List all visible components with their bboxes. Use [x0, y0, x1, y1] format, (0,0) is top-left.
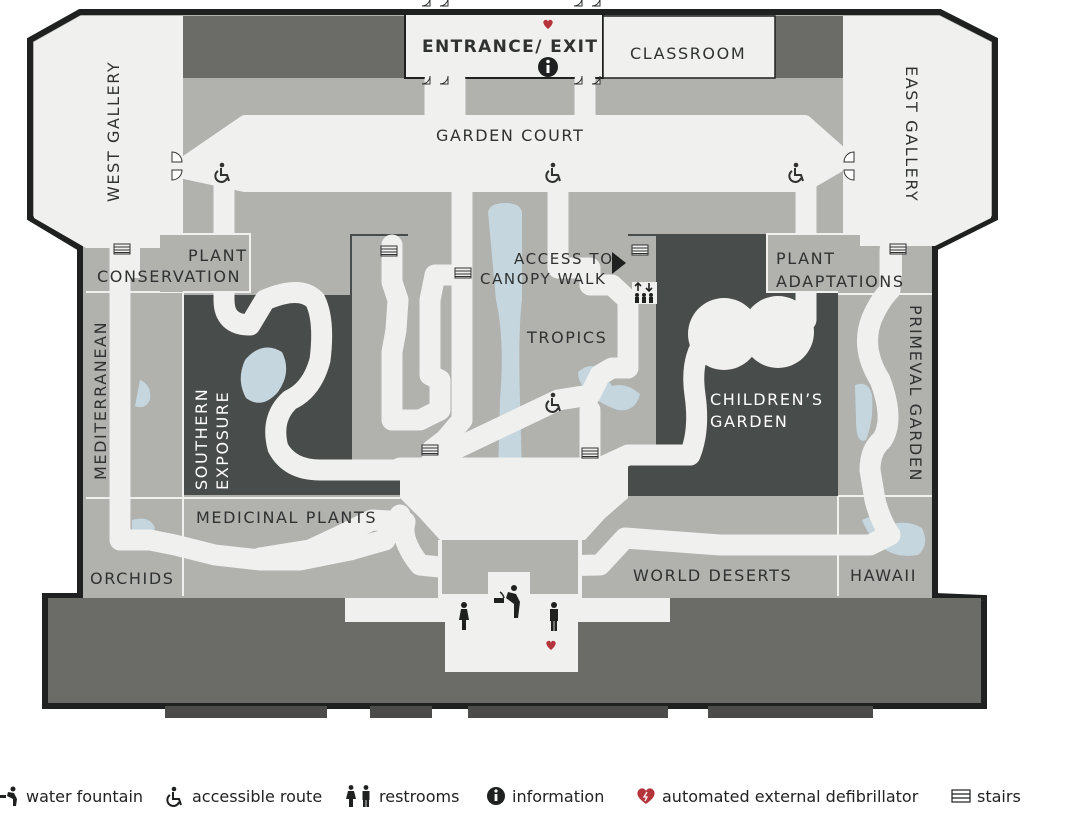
- top-service-left: [183, 16, 405, 78]
- legend-accessible-route: accessible route: [164, 778, 322, 814]
- legend-information-label: information: [512, 786, 605, 806]
- top-service-right: [775, 16, 843, 78]
- entrance-room: [404, 13, 604, 79]
- plant-conservation-label-2: CONSERVATION: [97, 267, 241, 286]
- east-gallery-room: [843, 16, 991, 246]
- west-gallery-label: WEST GALLERY: [104, 61, 123, 202]
- restroom-area: [345, 598, 670, 672]
- childrens-garden-label-1: CHILDREN’S: [710, 390, 824, 409]
- walking-paths: [109, 69, 901, 579]
- aed-heart-icon: [637, 788, 655, 804]
- legend-restrooms: restrooms: [345, 778, 459, 814]
- east-gallery-label: EAST GALLERY: [902, 66, 921, 202]
- stairs-icon: [951, 789, 971, 803]
- legend-accessible-route-label: accessible route: [192, 786, 323, 806]
- map-legend: water fountain accessible route restroom…: [0, 778, 1088, 814]
- canopy-access-label-2: CANOPY WALK: [480, 270, 606, 288]
- legend-restrooms-label: restrooms: [379, 786, 460, 806]
- plant-adaptations-label-2: ADAPTATIONS: [776, 272, 905, 291]
- medicinal-plants-label: MEDICINAL PLANTS: [196, 508, 377, 527]
- conservatory-floor-map: ENTRANCE/ EXIT CLASSROOM GARDEN COURT WE…: [27, 0, 998, 718]
- legend-aed-label: automated external defibrillator: [662, 786, 919, 806]
- mediterranean-label: MEDITERRANEAN: [91, 321, 110, 480]
- tropics-label: TROPICS: [526, 328, 607, 347]
- elevator-icon: [632, 281, 657, 304]
- legend-aed: automated external defibrillator: [636, 778, 918, 814]
- primeval-garden-label: PRIMEVAL GARDEN: [906, 305, 925, 482]
- aed-heart-icon: [543, 19, 556, 650]
- canopy-arrow-icon: [612, 252, 626, 274]
- accessible-route-icon: [166, 786, 182, 807]
- classroom-label: CLASSROOM: [630, 44, 746, 63]
- west-gallery-room: [34, 16, 183, 248]
- water-fountain-icon: [0, 786, 17, 806]
- entrance-exit-label: ENTRANCE/ EXIT: [422, 37, 598, 57]
- orchids-label: ORCHIDS: [90, 569, 175, 588]
- door-icons: [171, 0, 855, 181]
- restrooms-icon: [346, 785, 370, 807]
- canopy-access-label-1: ACCESS TO: [514, 250, 614, 268]
- information-icon: [487, 787, 505, 805]
- hawaii-label: HAWAII: [850, 566, 917, 585]
- southern-exposure-label-1: SOUTHERN: [192, 388, 211, 490]
- childrens-garden-circle-right: [742, 296, 814, 368]
- legend-stairs: stairs: [951, 778, 1021, 814]
- legend-water-fountain: water fountain: [0, 778, 143, 814]
- childrens-garden-label-2: GARDEN: [710, 412, 788, 431]
- legend-information: information: [486, 778, 604, 814]
- legend-stairs-label: stairs: [977, 786, 1021, 806]
- restrooms-icon: [459, 602, 558, 631]
- childrens-garden-circle-left: [688, 298, 760, 370]
- plant-adaptations-label-1: PLANT: [776, 249, 836, 268]
- information-icon: [538, 57, 558, 77]
- plant-conservation-label-1: PLANT: [188, 246, 248, 265]
- classroom-room: [602, 15, 776, 79]
- world-deserts-label: WORLD DESERTS: [633, 566, 792, 585]
- water-fountain-icon: [494, 585, 520, 618]
- legend-water-fountain-label: water fountain: [26, 786, 144, 806]
- southern-exposure-label-2: EXPOSURE: [213, 391, 232, 490]
- garden-court-label: GARDEN COURT: [436, 126, 584, 145]
- central-plaza: [400, 458, 628, 540]
